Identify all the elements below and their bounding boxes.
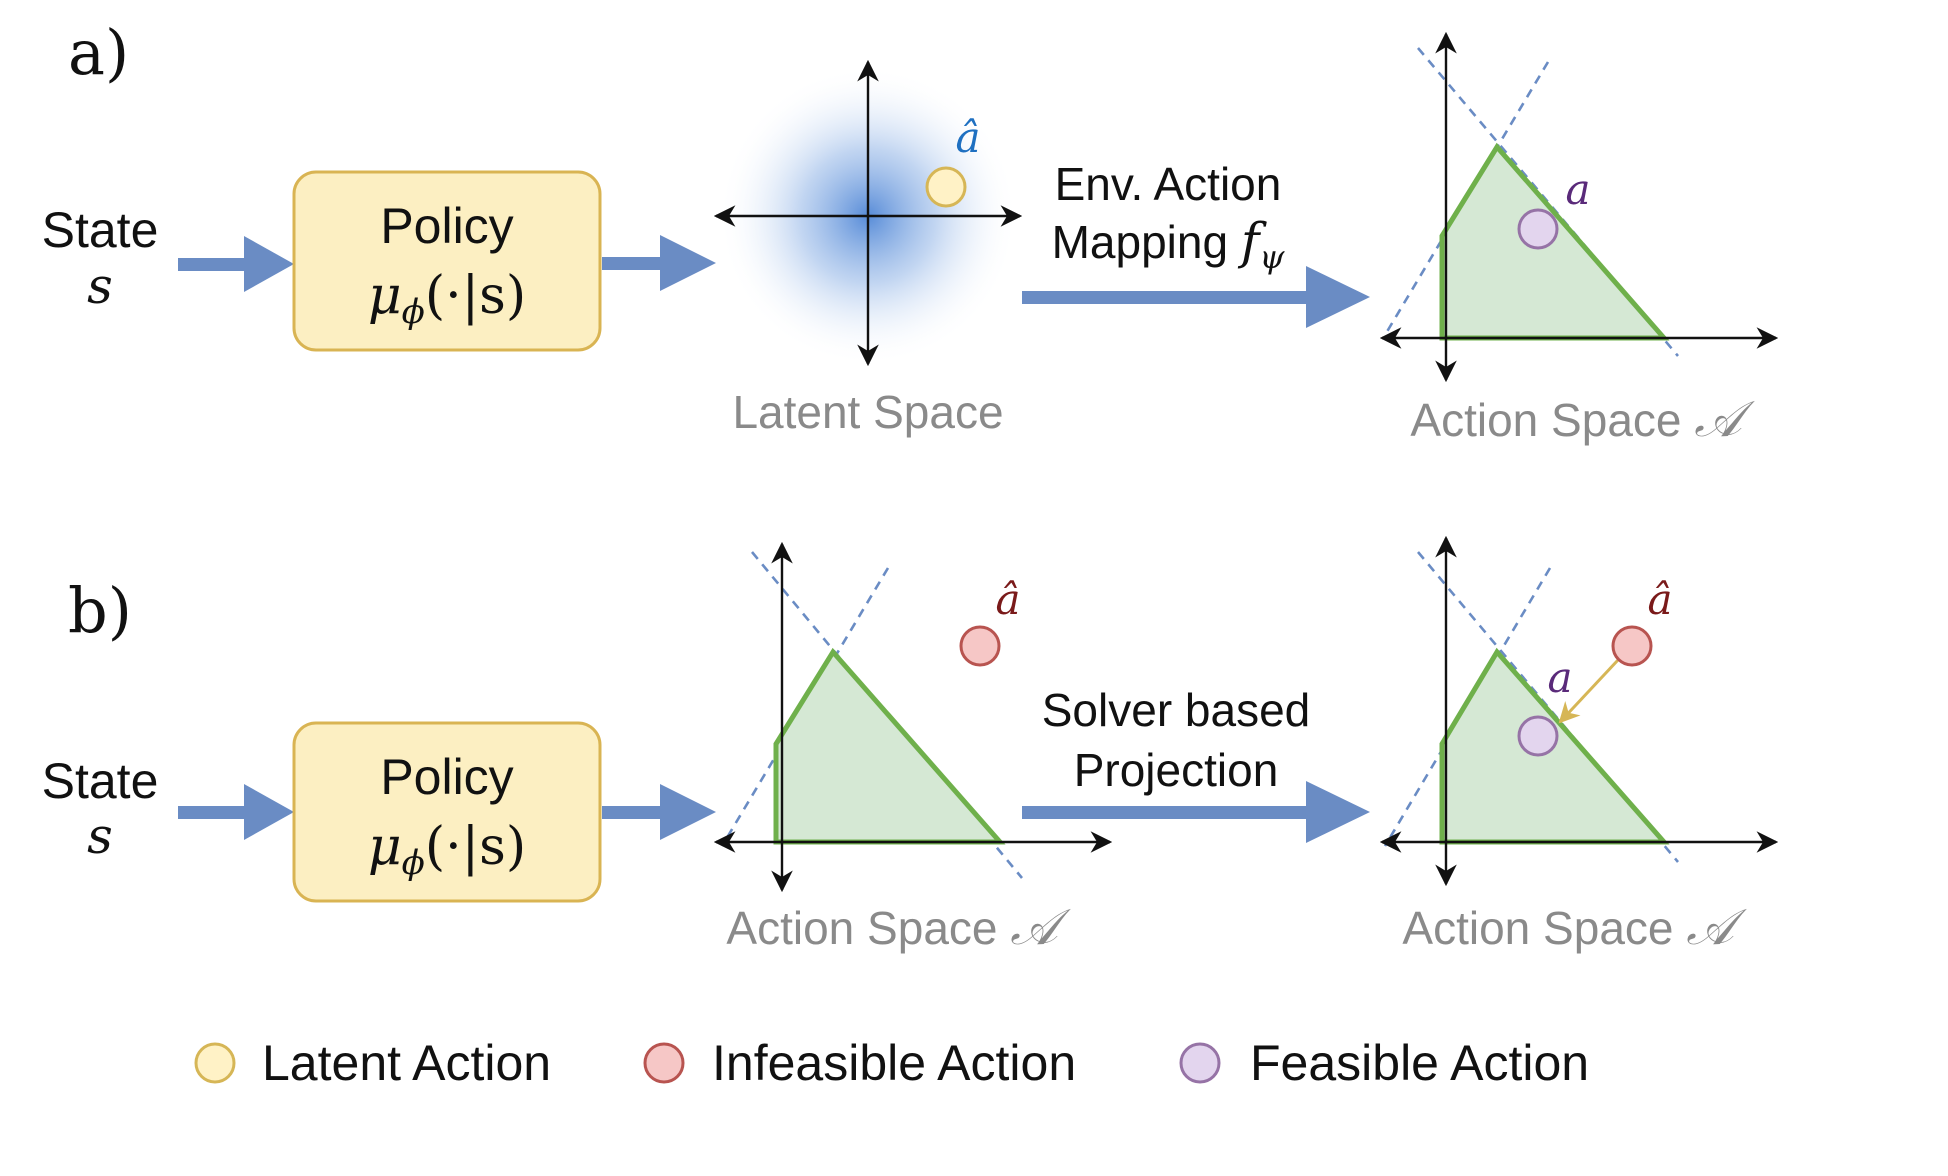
mapping-text-line2: Mapping fψ xyxy=(1052,212,1286,276)
state-label-b: State xyxy=(42,753,159,809)
mapping-arrow xyxy=(1022,266,1370,328)
latent-action-point xyxy=(925,166,967,208)
state-to-policy-arrow-b xyxy=(178,784,294,840)
state-symbol-a: s xyxy=(87,257,113,315)
policy-to-action-arrow-b xyxy=(602,784,716,840)
action-space-plot-a: a Action Space 𝒜 xyxy=(1379,31,1779,448)
feasible-point-label-a: a xyxy=(1565,165,1590,214)
projection-vector xyxy=(1558,658,1620,724)
projection-text-line2: Projection xyxy=(1074,744,1279,796)
infeasible-action-point-b-right xyxy=(1611,625,1653,667)
action-space-caption-b-right: Action Space 𝒜 xyxy=(1402,898,1747,956)
feasible-action-point-a xyxy=(1517,208,1559,250)
legend-feasible-label: Feasible Action xyxy=(1250,1035,1589,1091)
legend: Latent Action Infeasible Action Feasible… xyxy=(194,1035,1589,1091)
legend-feasible-swatch xyxy=(1179,1042,1221,1084)
latent-space-caption: Latent Space xyxy=(732,386,1003,438)
policy-title-b: Policy xyxy=(380,749,513,805)
constraint-line-2-a xyxy=(1383,61,1550,336)
feasible-point-label-b-right: a xyxy=(1547,653,1572,702)
panel-a: a) State s Policy μϕ(·|s) â Latent Space xyxy=(42,16,1779,448)
policy-box-a: Policy μϕ(·|s) xyxy=(292,170,602,352)
action-space-caption-b-left: Action Space 𝒜 xyxy=(726,898,1071,956)
policy-title-a: Policy xyxy=(380,198,513,254)
infeasible-point-label-b-right: â xyxy=(1647,575,1672,624)
panel-a-label: a) xyxy=(68,16,129,89)
policy-formula-a: μϕ(·|s) xyxy=(368,266,526,332)
legend-item-latent: Latent Action xyxy=(194,1035,551,1091)
infeasible-point-label-b-left: â xyxy=(995,575,1020,624)
latent-space-plot: â Latent Space xyxy=(713,59,1023,438)
mapping-text-line1: Env. Action xyxy=(1055,158,1282,210)
legend-latent-label: Latent Action xyxy=(262,1035,551,1091)
latent-point-label: â xyxy=(955,113,980,162)
projection-arrow xyxy=(1022,781,1370,843)
state-to-policy-arrow-a xyxy=(178,236,294,292)
feasible-action-point-b-right xyxy=(1517,715,1559,757)
panel-b-label: b) xyxy=(68,574,132,647)
constraint-line-1-a xyxy=(1417,47,1679,357)
panel-b: b) State s Policy μϕ(·|s) â Action Space… xyxy=(42,535,1779,956)
projection-text-line1: Solver based xyxy=(1042,684,1311,736)
state-label-a: State xyxy=(42,202,159,258)
legend-latent-swatch xyxy=(194,1042,236,1084)
policy-formula-b: μϕ(·|s) xyxy=(368,817,526,883)
legend-infeasible-label: Infeasible Action xyxy=(712,1035,1076,1091)
infeasible-action-point-b-left xyxy=(959,625,1001,667)
state-symbol-b: s xyxy=(87,807,113,865)
feasible-region-b-left xyxy=(773,647,1006,845)
action-space-caption-a: Action Space 𝒜 xyxy=(1410,390,1755,448)
legend-item-feasible: Feasible Action xyxy=(1179,1035,1589,1091)
action-space-plot-b-left: â Action Space 𝒜 xyxy=(713,541,1113,956)
policy-to-latent-arrow-a xyxy=(602,235,716,291)
legend-item-infeasible: Infeasible Action xyxy=(643,1035,1076,1091)
policy-box-b: Policy μϕ(·|s) xyxy=(292,721,602,903)
action-space-plot-b-right: â a Action Space 𝒜 xyxy=(1379,535,1779,956)
legend-infeasible-swatch xyxy=(643,1042,685,1084)
